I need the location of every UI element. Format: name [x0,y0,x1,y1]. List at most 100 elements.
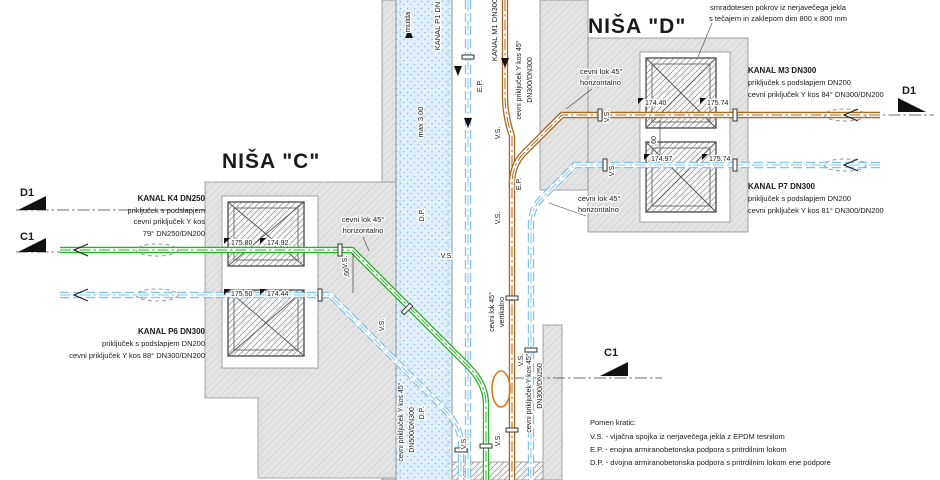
legend-title: Pomen kratic: [590,418,636,427]
kanal-p7-name: KANAL P7 DN300 [748,182,816,191]
kanal-k4-desc: cevni priključek Y kos [134,217,206,226]
elevation-flag [702,154,708,160]
flow-arrow [72,243,89,257]
elevation-flag [224,289,230,295]
kanal-k4-desc: priključek s podslapjem [127,206,205,215]
pipe-end-ellipse [135,288,179,302]
pipe-clamp [505,295,519,301]
elevation-label: 174.92 [267,240,289,247]
vs-label: V.S. [342,256,349,269]
manhole-cover-d-lower [645,141,717,213]
label-dn500-300: DN500/DN300 [409,407,416,453]
vs-label: V.S. [609,164,616,177]
pipe-clamp [337,243,343,257]
label-y45-top: cevni priključek Y kos 45° [515,40,523,119]
pipe-clamp [732,158,738,172]
leader-line [362,236,370,252]
kanal-p6-desc: priključek s podslapjem DN200 [102,339,205,348]
pipe-kanal-k4 [60,246,490,480]
cover-note-line2: s tečajem in zaklepom dim 800 x 800 mm [709,14,847,23]
annotations: smradotesen pokrov iz nerjavečega jekla … [69,0,884,463]
vs-label: V.S. [441,253,454,260]
kanal-m3-desc: cevni priključek Y kos 84° DN300/DN200 [748,90,884,99]
pipe-kanal-p6 [60,291,465,480]
pipe-clamp [732,108,738,122]
legend-ep: E.P. - enojna armiranobetonska podpora s… [590,445,787,454]
bend-label-vertical: vertikalno [499,297,506,327]
label-dn300-300: DN300/DN300 [527,57,534,103]
cover-note-line1: smradotesen pokrov iz nerjavečega jekla [710,3,847,12]
ep-label: E.P. [516,178,523,190]
elevation-flag [224,238,230,244]
pipe-kanal-p7 [527,161,880,480]
fittings [72,22,867,453]
section-marker-triangle [600,362,628,376]
elevation-label: 175.80 [231,240,253,247]
bend-label-left: horizontalno [343,226,384,235]
leader-line [548,202,587,217]
ep-label: E.P. [477,80,484,92]
top-center-wall [539,0,589,191]
dimension-60-d: ,60 [651,136,658,146]
flow-arrow-down [454,66,462,76]
vs-label: V.S. [604,110,611,123]
pipe-clamp [505,427,519,433]
flow-arrow-down [501,58,509,68]
flow-arrow [72,288,89,302]
label-kanal-m1: KANAL M1 DN300 [490,0,499,61]
flow-arrow-down [464,118,472,128]
kanal-m3-name: KANAL M3 DN300 [748,66,817,75]
pipe-clamp [317,288,323,302]
bend-label-d-top: cevni lok 45° [580,67,623,76]
section-marker-triangle [18,196,46,210]
pipe-clamp [400,302,414,316]
dp-label: D.P. [419,209,426,222]
legend-dp: D.P. - dvojna armiranobetonska podpora s… [590,458,831,467]
pipe-clamp [602,158,608,172]
pipes [60,0,880,480]
pipe-clamp [479,443,493,449]
label-mulda: mulda [403,11,412,32]
elevation-flag [638,98,644,104]
pipe-end-ellipse [823,108,867,122]
elevation-label: 174.97 [651,156,673,163]
pipe-end-ellipse [135,243,179,257]
section-marker-triangle [18,238,46,252]
manhole-cover-c-upper [227,201,305,267]
manhole-cover-c-lower [227,289,305,357]
label-kanal-p1: KANAL P1 DN [433,2,442,51]
pipe-kanal-m1 [501,0,516,188]
elevation-labels: 175.80 174.92 175.50 174.44 174.40 175.7… [224,98,732,299]
elevation-label: 175.50 [231,291,253,298]
water-channel [395,0,453,480]
kanal-p6-desc: cevni priključek Y kos 88° DN300/DN200 [69,351,205,360]
elevation-label: 175.74 [707,100,729,107]
pipe-clamp [524,347,538,353]
kanal-k4-name: KANAL K4 DN250 [138,194,206,203]
elevation-label: 174.40 [645,100,667,107]
flow-arrow [842,158,859,172]
vertical-bend-ellipse [491,370,511,408]
bend-label-d-mid: horizontalno [578,205,619,214]
bend-label-d-mid: cevni lok 45° [578,194,621,203]
elevation-flag [700,98,706,104]
label-y45-bottom-right: cevni priključek Y kos 45° [525,353,533,432]
bend-label-vertical: cevni lok 45° [488,292,496,332]
elevation-flag [260,238,266,244]
elevation-flag [644,154,650,160]
kanal-m3-desc: priključek s podslapjem DN200 [748,78,851,87]
kanal-p6-name: KANAL P6 DN300 [138,327,206,336]
dp-label: D.P. [419,407,426,420]
section-markers: D1 C1 D1 C1 [18,85,926,376]
vs-label: V.S. [495,212,502,225]
bend-label-d-top: horizontalno [580,78,621,87]
section-marker-d1-right: D1 [902,85,916,97]
bend-label-left: cevni lok 45° [342,215,385,224]
vs-label: V.S. [461,437,468,450]
vs-label: V.S. [495,127,502,140]
vs-label: V.S. [379,319,386,332]
bottom-right-wall [542,324,563,480]
flow-arrow-up [405,28,413,38]
